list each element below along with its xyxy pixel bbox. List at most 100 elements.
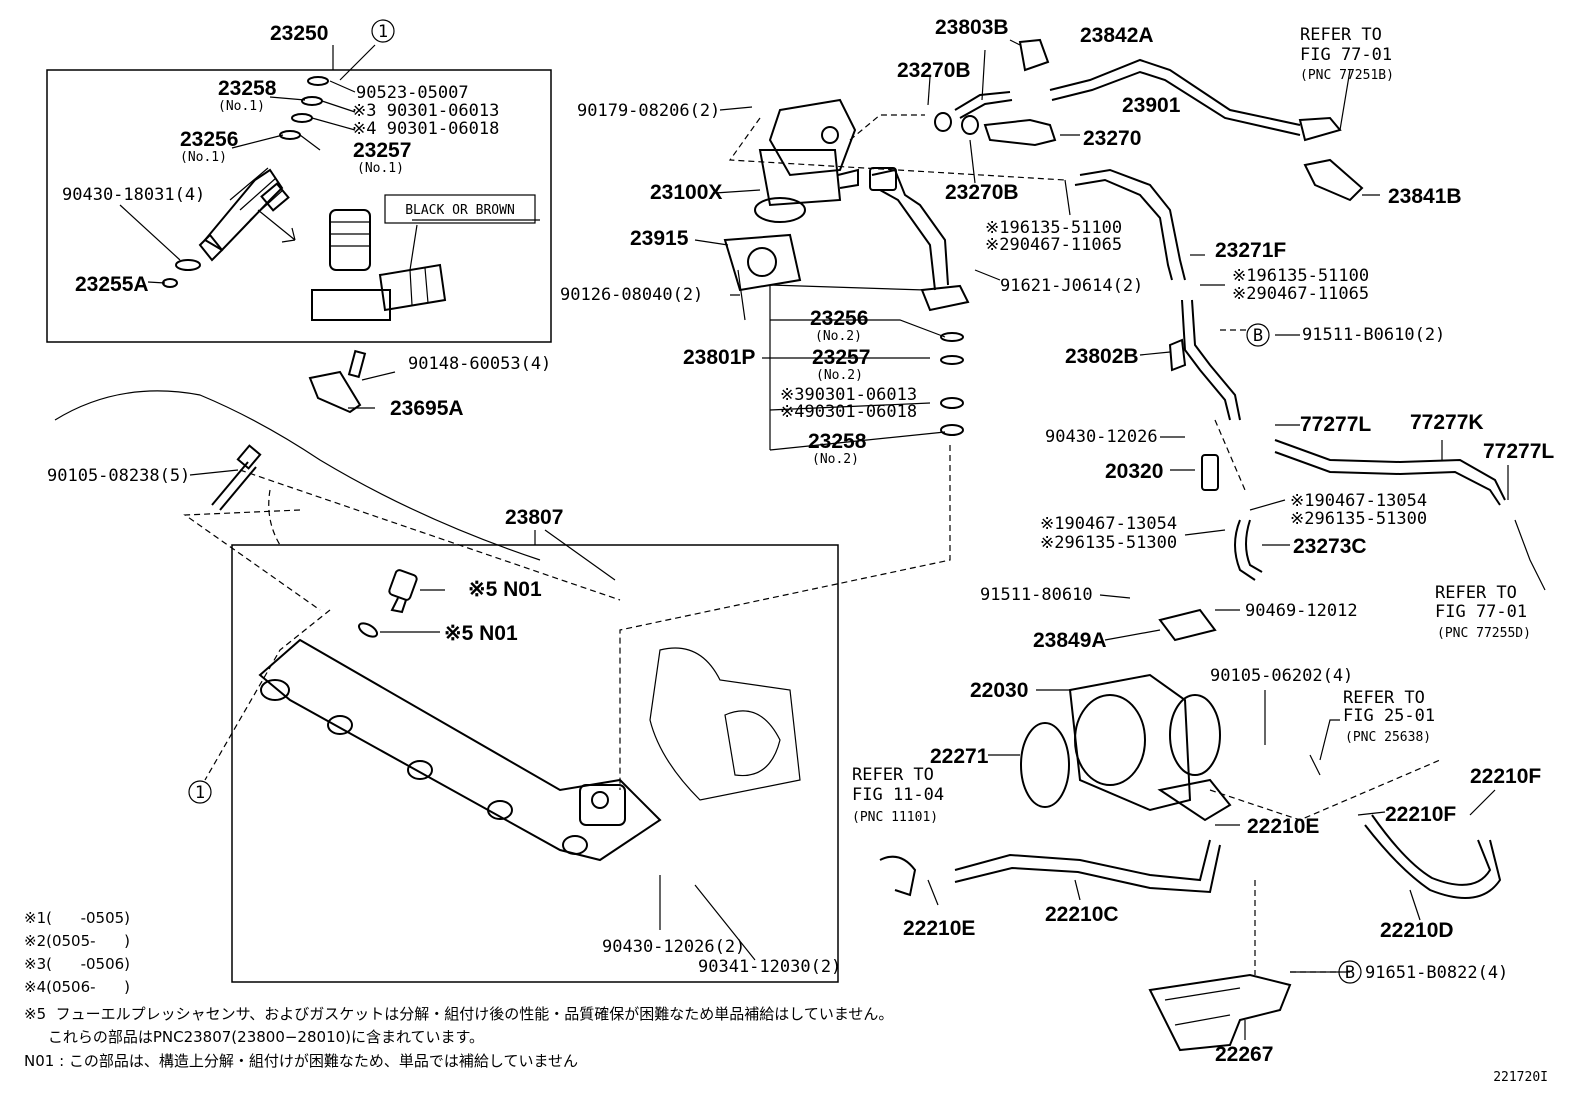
label-23258-no2-sub: (No.2) [812,452,859,467]
label-90301-06018-no2[interactable]: ※490301-06018 [780,402,917,422]
refer-77-01-b-line3[interactable]: (PNC 77255D) [1437,626,1531,641]
label-22210F-b[interactable]: 22210F [1385,803,1456,826]
label-20320[interactable]: 20320 [1105,460,1163,483]
label-n01-gasket[interactable]: ※5 N01 [444,622,518,645]
label-91511-B0610[interactable]: 91511-B0610(2) [1302,325,1445,345]
label-90523-05007[interactable]: 90523-05007 [356,83,469,103]
label-77277K[interactable]: 77277K [1410,411,1484,434]
refer-11-04-line1[interactable]: REFER TO [852,765,934,785]
refer-25-01-line3[interactable]: (PNC 25638) [1345,730,1431,745]
label-23695A[interactable]: 23695A [390,397,464,420]
label-96135-51100-b[interactable]: ※196135-51100 [1232,266,1369,286]
refer-25-01-line1[interactable]: REFER TO [1343,688,1425,708]
label-23255A[interactable]: 23255A [75,273,149,296]
label-90467-11065-a[interactable]: ※290467-11065 [985,235,1122,255]
label-22210C[interactable]: 22210C [1045,903,1119,926]
refer-11-04-line2[interactable]: FIG 11-04 [852,785,944,805]
label-22210E-a[interactable]: 22210E [1247,815,1319,838]
label-96135-51100-a[interactable]: ※196135-51100 [985,218,1122,238]
label-23802B[interactable]: 23802B [1065,345,1139,368]
label-90469-12012[interactable]: 90469-12012 [1245,601,1358,621]
label-91621-J0614[interactable]: 91621-J0614(2) [1000,276,1143,296]
label-23258-no1[interactable]: 23258 [218,77,277,100]
label-23256-no1[interactable]: 23256 [180,128,238,151]
label-23257-no1[interactable]: 23257 [353,139,411,162]
callout-circle-b-2 [1338,960,1362,984]
fuel-pipe-23801P-drawing [869,167,970,312]
label-23270B-b[interactable]: 23270B [945,181,1019,204]
label-23257-no2[interactable]: 23257 [812,346,870,369]
footnote-n01: N01 : この部品は、構造上分解・組付けが困難なため、単品では補給していません [24,1052,579,1070]
label-90301-06018-no1[interactable]: ※4 90301-06018 [352,119,499,139]
figure-code: 221720I [1493,1070,1548,1085]
label-23842A[interactable]: 23842A [1080,24,1154,47]
label-90148-60053[interactable]: 90148-60053(4) [408,354,551,374]
label-23801P[interactable]: 23801P [683,346,755,369]
label-22210D[interactable]: 22210D [1380,919,1454,942]
label-77277L-b[interactable]: 77277L [1483,440,1554,463]
label-23271F[interactable]: 23271F [1215,239,1286,262]
label-n01-sensor[interactable]: ※5 N01 [468,578,542,601]
seal-rings-drawing [162,76,964,436]
label-23258-no1-sub: (No.1) [218,99,265,114]
label-23258-no2[interactable]: 23258 [808,430,867,453]
label-90179-08206[interactable]: 90179-08206(2) [577,101,720,121]
label-22271[interactable]: 22271 [930,745,989,768]
refer-77-01-b-line1[interactable]: REFER TO [1435,583,1517,603]
label-90467-11065-b[interactable]: ※290467-11065 [1232,284,1369,304]
label-91511-80610[interactable]: 91511-80610 [980,585,1093,605]
bracket-22267-drawing [1148,973,1292,1052]
pressure-sensor-drawing [357,569,418,638]
label-23803B[interactable]: 23803B [935,16,1009,39]
leader-lines [119,39,1509,1040]
label-91651-B0822[interactable]: 91651-B0822(4) [1365,963,1508,983]
label-23807[interactable]: 23807 [505,506,563,529]
label-90105-06202[interactable]: 90105-06202(4) [1210,666,1353,686]
label-90430-18031[interactable]: 90430-18031(4) [62,185,205,205]
refer-11-04-line3[interactable]: (PNC 11101) [852,810,938,825]
label-90301-06013-no1[interactable]: ※3 90301-06013 [352,101,499,121]
color-note-box [384,194,536,224]
label-23250[interactable]: 23250 [270,22,328,45]
refer-25-01-line2[interactable]: FIG 25-01 [1343,706,1435,726]
label-23849A[interactable]: 23849A [1033,629,1107,652]
label-90126-08040[interactable]: 90126-08040(2) [560,285,703,305]
label-90467-13054-a[interactable]: ※190467-13054 [1290,491,1427,511]
label-23901[interactable]: 23901 [1122,94,1181,117]
label-23100X[interactable]: 23100X [650,181,722,204]
label-96135-51300-a[interactable]: ※296135-51300 [1290,509,1427,529]
label-90467-13054-b[interactable]: ※190467-13054 [1040,514,1177,534]
label-23270[interactable]: 23270 [1083,127,1141,150]
refer-77-01-b-line2[interactable]: FIG 77-01 [1435,602,1527,622]
pressure-valve-drawing [934,112,1057,147]
label-23257-no1-sub: (No.1) [357,161,404,176]
label-23915[interactable]: 23915 [630,227,689,250]
intake-outline-drawing [54,390,541,561]
throttle-body-drawing [1020,608,1232,822]
label-23841B[interactable]: 23841B [1388,185,1462,208]
label-22210F-a[interactable]: 22210F [1470,765,1541,788]
refer-77-01-a-line2[interactable]: FIG 77-01 [1300,45,1392,65]
label-23273C[interactable]: 23273C [1293,535,1367,558]
fuel-injector-drawing [198,167,296,262]
color-note-label: BLACK OR BROWN [405,203,515,218]
refer-77-01-a-line3[interactable]: (PNC 77251B) [1300,68,1394,83]
label-90430-12026-2[interactable]: 90430-12026(2) [602,937,745,957]
refer-77-01-a-line1[interactable]: REFER TO [1300,25,1382,45]
label-90301-06013-no2[interactable]: ※390301-06013 [780,385,917,405]
fuel-pump-drawing [723,98,859,292]
label-90341-12030[interactable]: 90341-12030(2) [698,957,841,977]
label-77277L-a[interactable]: 77277L [1300,413,1371,436]
flange-outline-drawing [649,647,801,801]
fuel-rail-detail-frame [231,544,839,983]
label-22210E-b[interactable]: 22210E [903,917,975,940]
label-23270B-a[interactable]: 23270B [897,59,971,82]
label-96135-51300-b[interactable]: ※296135-51300 [1040,533,1177,553]
label-90105-08238[interactable]: 90105-08238(5) [47,466,190,486]
label-22267[interactable]: 22267 [1215,1043,1273,1066]
label-23256-no2[interactable]: 23256 [810,307,868,330]
label-90430-12026[interactable]: 90430-12026 [1045,427,1158,447]
label-23257-no2-sub: (No.2) [816,368,863,383]
label-22030[interactable]: 22030 [970,679,1028,702]
